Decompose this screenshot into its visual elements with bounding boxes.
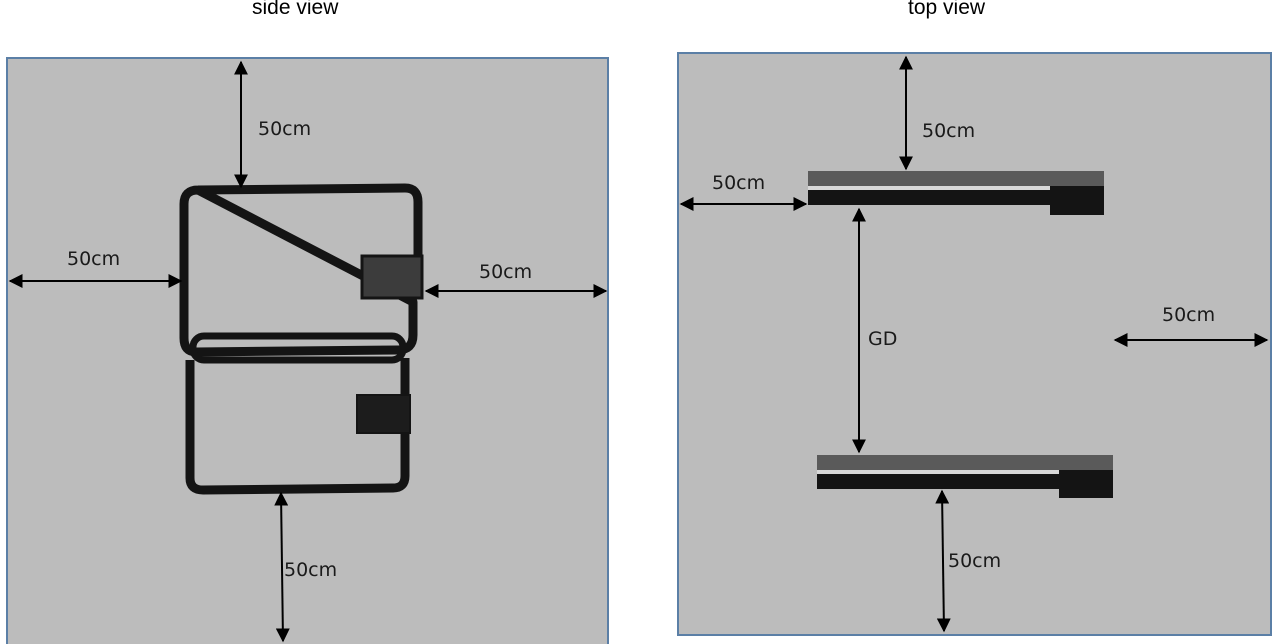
top-bottom-arrow: [935, 489, 951, 633]
top-bottom-label: 50cm: [948, 550, 1001, 572]
top-right-label: 50cm: [1162, 304, 1215, 326]
top-view-panel: 50cm 50cm GD 50cm 50cm: [677, 52, 1272, 636]
rack-upper-grey-bar: [808, 171, 1104, 186]
lower-frame: [185, 358, 410, 495]
rack-lower-clip: [1059, 470, 1113, 498]
upper-clip: [360, 254, 424, 300]
side-bottom-label: 50cm: [284, 559, 337, 581]
side-left-label: 50cm: [67, 248, 120, 270]
lower-clip: [356, 394, 411, 434]
rack-upper-clip: [1050, 186, 1104, 215]
side-view-panel: 50cm 50cm 50cm 50cm: [6, 57, 609, 644]
side-view-title: side view: [252, 0, 339, 19]
top-view-title: top view: [908, 0, 986, 19]
rack-upper-black-bar: [808, 190, 1104, 205]
rack-object-side: [179, 183, 424, 495]
rack-lower-top: [817, 455, 1113, 498]
top-top-label: 50cm: [922, 120, 975, 142]
rack-lower-grey-bar: [817, 455, 1113, 470]
upper-frame: [179, 183, 423, 357]
rack-lower-highlight: [817, 470, 1113, 474]
side-top-label: 50cm: [258, 118, 311, 140]
rack-upper-top: [808, 171, 1104, 215]
rack-lower-black-bar: [817, 474, 1113, 489]
top-gap-label: GD: [868, 328, 897, 350]
side-right-label: 50cm: [479, 261, 532, 283]
middle-bar: [189, 332, 407, 364]
side-bottom-arrow: [274, 491, 290, 643]
rack-upper-highlight: [808, 186, 1104, 190]
top-left-label: 50cm: [712, 172, 765, 194]
